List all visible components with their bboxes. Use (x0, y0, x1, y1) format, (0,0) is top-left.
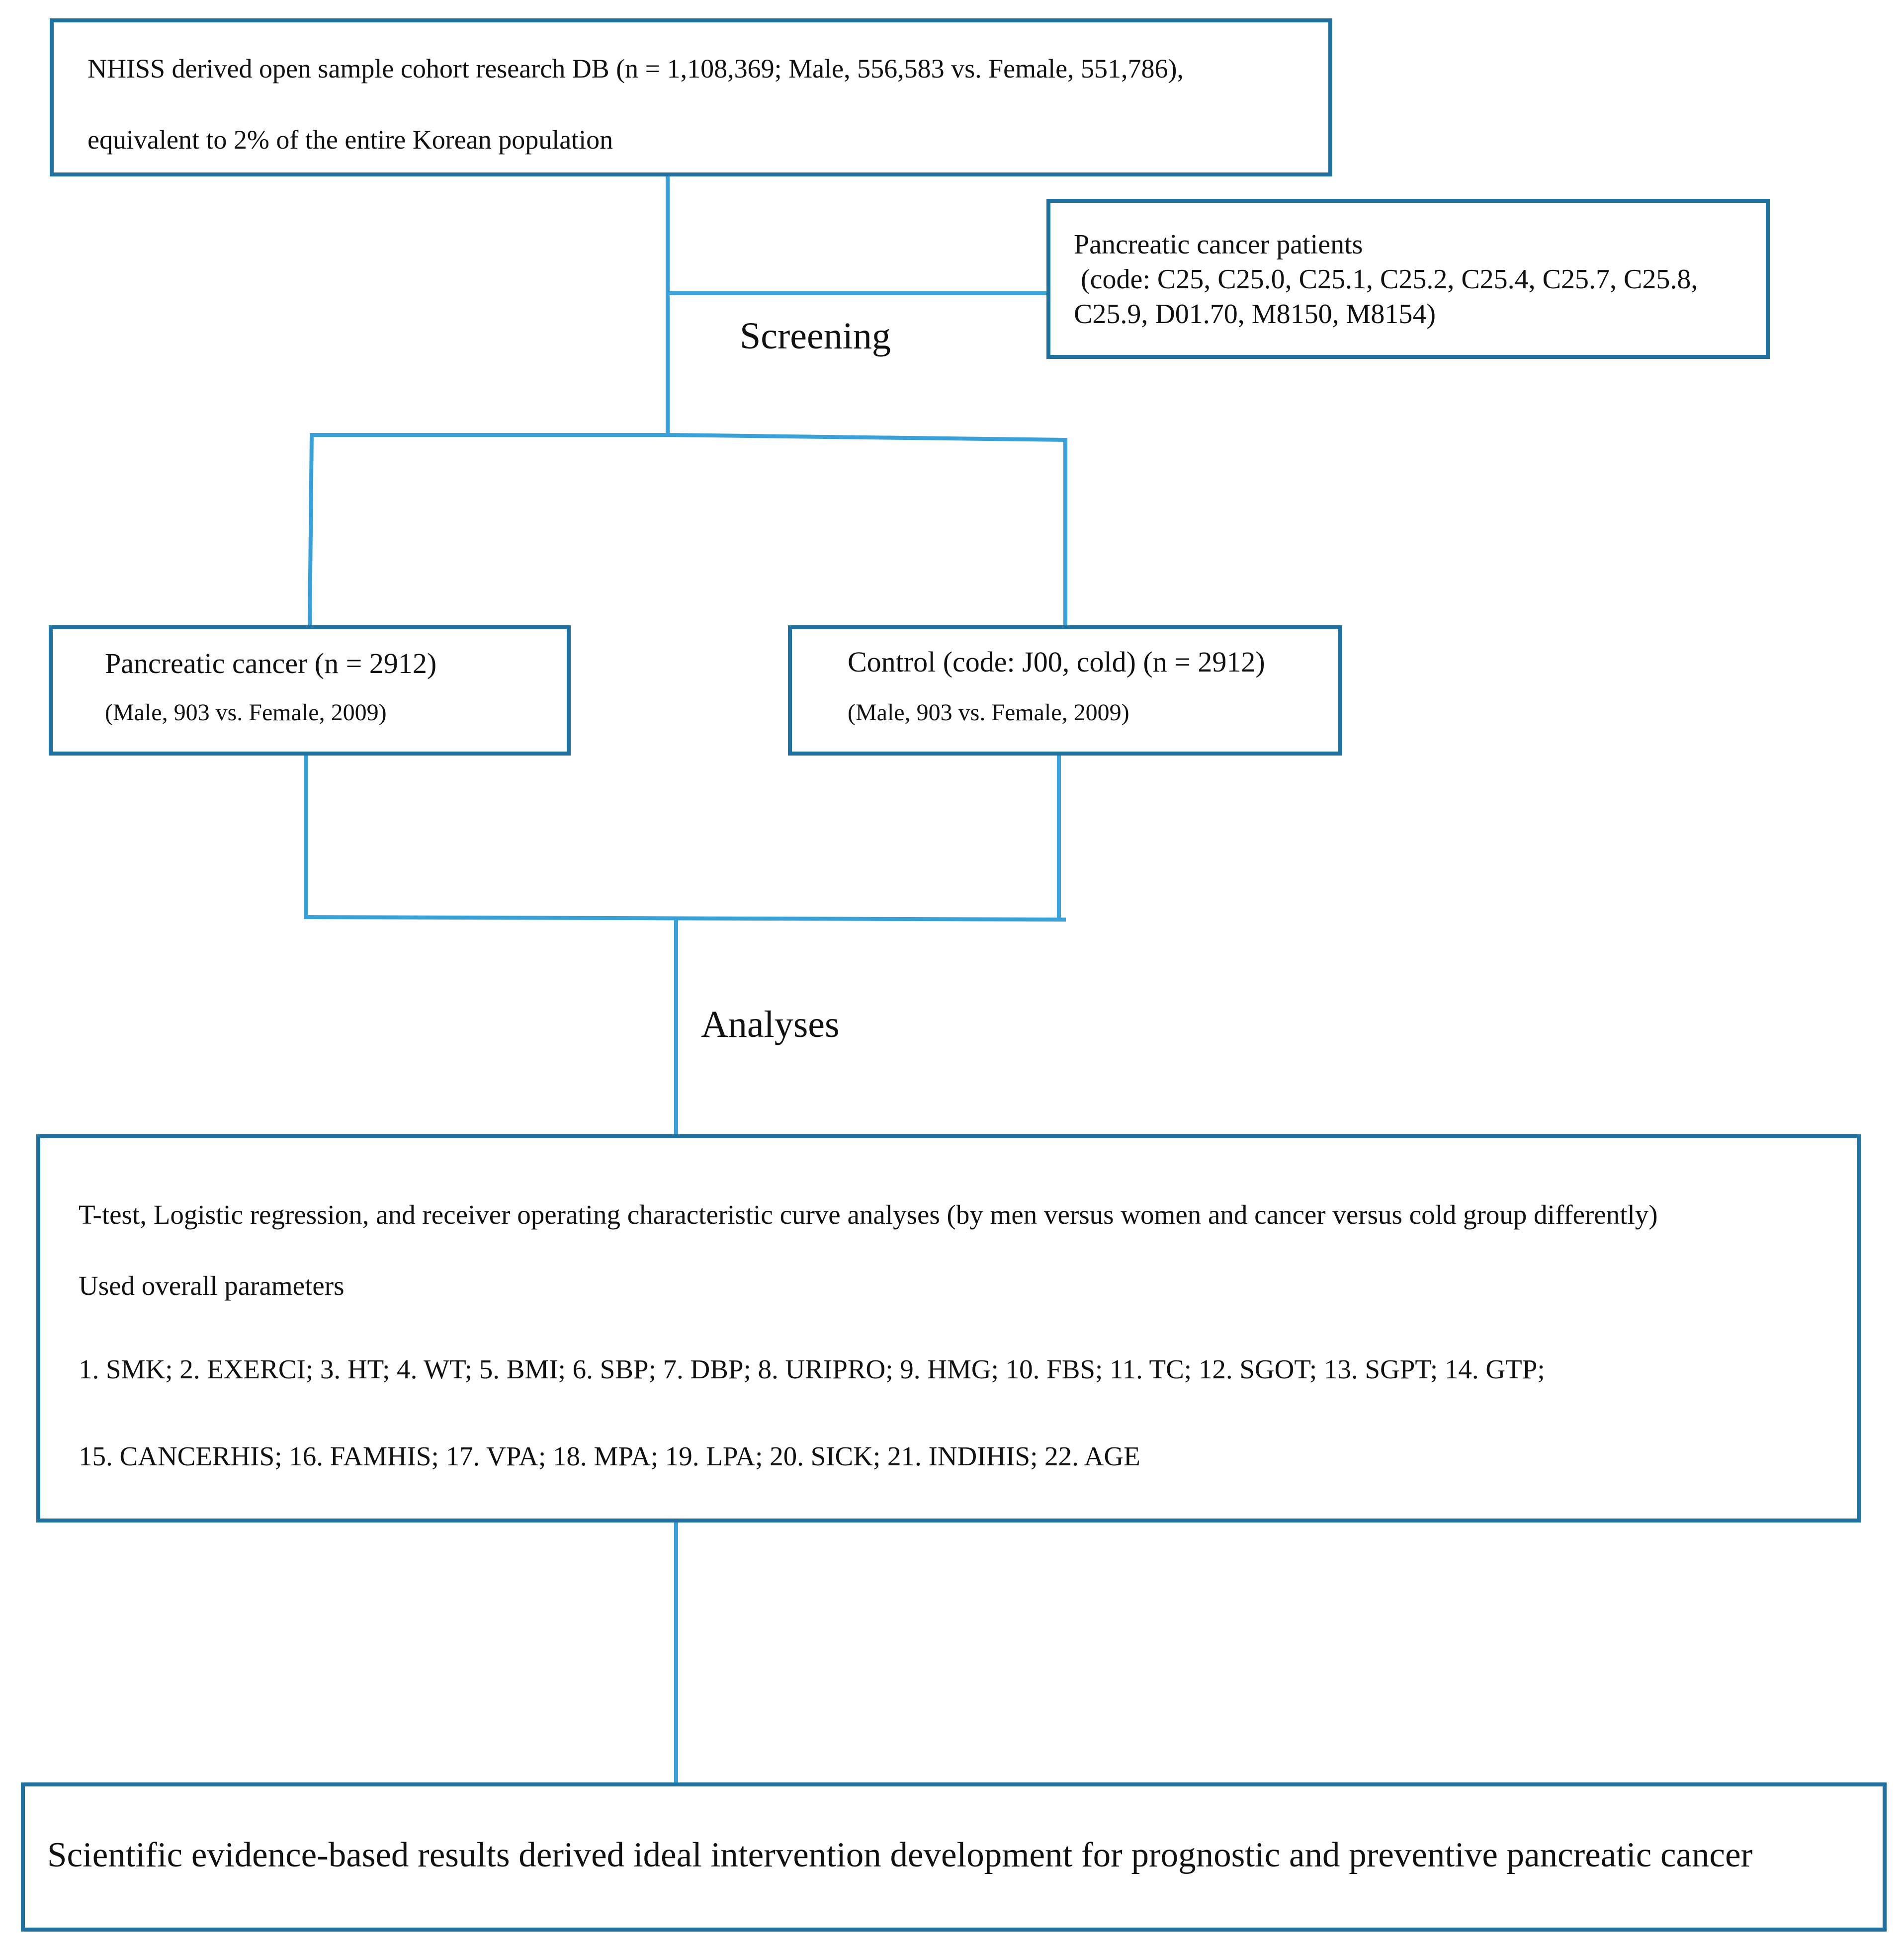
control-subtitle: (Male, 903 vs. Female, 2009) (848, 699, 1129, 726)
connector-merge (303, 915, 1066, 922)
analysis-parameters-list-1: 1. SMK; 2. EXERCI; 3. HT; 4. WT; 5. BMI;… (79, 1354, 1545, 1384)
source-cohort-box: NHISS derived open sample cohort researc… (50, 18, 1332, 176)
source-line-1: NHISS derived open sample cohort researc… (87, 54, 1184, 84)
screening-label: Screening (740, 315, 891, 357)
criteria-line-1: Pancreatic cancer patients (1074, 229, 1363, 260)
criteria-box: Pancreatic cancer patients (code: C25, C… (1046, 199, 1770, 359)
result-text: Scientific evidence-based results derive… (47, 1836, 1753, 1874)
criteria-line-3: C25.9, D01.70, M8150, M8154) (1074, 299, 1436, 330)
connector-split-right (665, 432, 1068, 442)
source-line-2: equivalent to 2% of the entire Korean po… (87, 125, 613, 155)
criteria-line-2: (code: C25, C25.0, C25.1, C25.2, C25.4, … (1074, 264, 1698, 295)
cancer-subtitle: (Male, 903 vs. Female, 2009) (105, 699, 387, 726)
analysis-methods: T-test, Logistic regression, and receive… (79, 1199, 1658, 1230)
control-title: Control (code: J00, cold) (n = 2912) (848, 646, 1265, 678)
cancer-group-box: Pancreatic cancer (n = 2912) (Male, 903 … (49, 625, 571, 756)
result-box: Scientific evidence-based results derive… (21, 1782, 1887, 1932)
analysis-parameters-heading: Used overall parameters (79, 1270, 345, 1301)
cancer-title: Pancreatic cancer (n = 2912) (105, 647, 437, 679)
control-group-box: Control (code: J00, cold) (n = 2912) (Ma… (788, 625, 1342, 756)
analysis-parameters-list-2: 15. CANCERHIS; 16. FAMHIS; 17. VPA; 18. … (79, 1441, 1140, 1471)
analyses-label: Analyses (701, 1004, 840, 1045)
connector-to-cancer (307, 432, 314, 628)
analysis-box: T-test, Logistic regression, and receive… (36, 1134, 1861, 1522)
